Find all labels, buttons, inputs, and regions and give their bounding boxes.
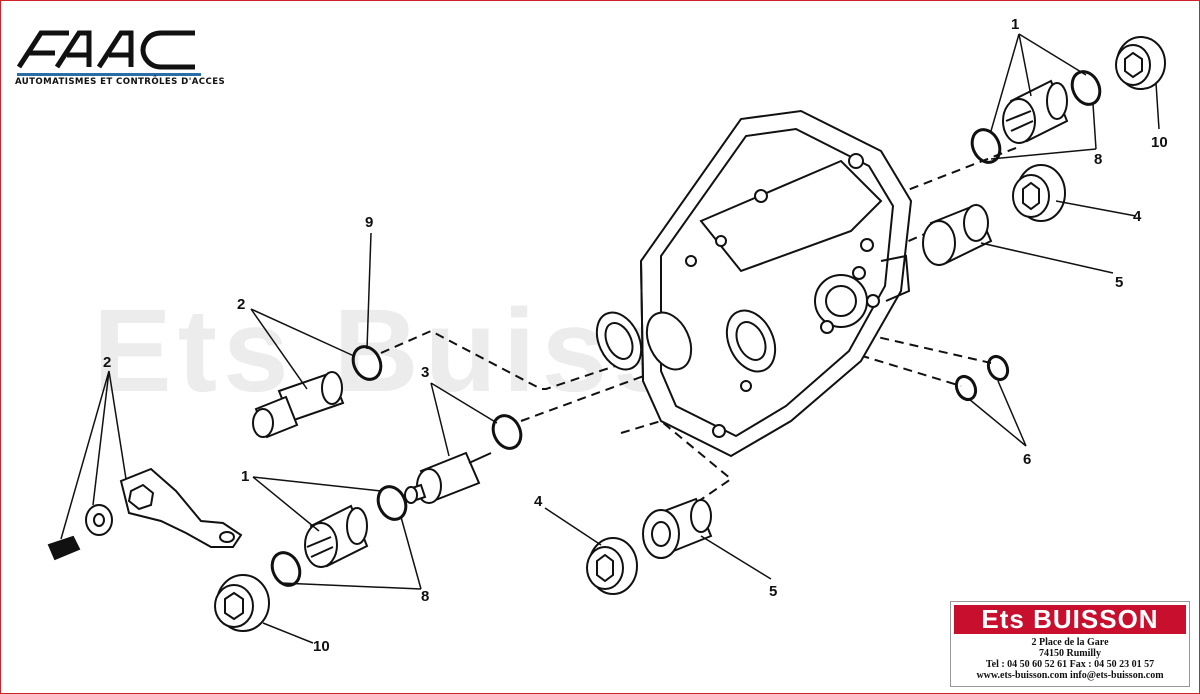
callout-5-bottom: 5 [769,583,777,600]
pump-housing [595,109,913,458]
plugs [214,36,1166,632]
leader-lines [60,33,1160,644]
o-rings [270,70,1102,587]
company-address-city: 74150 Rumilly [1039,648,1101,659]
callout-9: 9 [365,214,373,231]
cartridge-bottom [304,504,369,568]
callout-10-bottom: 10 [313,638,330,655]
cap-upper-right [1012,164,1066,222]
company-web-email: www.ets-buisson.com info@ets-buisson.com [976,670,1164,681]
valve-body-upper [922,203,993,266]
callout-4-bottom: 4 [534,493,543,510]
callout-10-top: 10 [1151,134,1168,151]
o-ring-top-left [970,128,1002,164]
o-ring-8-bottom-b [270,551,302,587]
valve-bodies [642,203,993,559]
callout-8-bottom: 8 [421,588,429,605]
assembly-line-mid [520,310,822,422]
cap-lower [586,537,638,595]
caps [586,164,1066,595]
assembly-line-bottom [620,419,733,504]
release-screw [252,371,345,439]
company-address-street: 2 Place de la Gare [1031,637,1109,648]
callout-3: 3 [421,364,429,381]
callout-4-top: 4 [1133,208,1142,225]
o-ring-9 [351,345,383,381]
callout-6: 6 [1023,451,1031,468]
valve-body-lower [642,497,713,559]
callout-1-top: 1 [1011,16,1019,33]
company-name: Ets BUISSON [954,605,1186,634]
plug-bottom-left [214,574,270,632]
release-lever [47,467,243,561]
o-ring-6-a [986,354,1010,382]
callout-8-top: 8 [1094,151,1102,168]
bolt [47,535,81,561]
pressure-valve [404,451,492,504]
cartridges [304,79,1069,568]
callout-5-top: 5 [1115,274,1123,291]
company-info-box: Ets BUISSON 2 Place de la Gare 74150 Rum… [950,601,1190,687]
callout-2-lower: 2 [103,354,111,371]
callout-1-bottom: 1 [241,468,249,485]
company-phone-fax: Tel : 04 50 60 52 61 Fax : 04 50 23 01 5… [985,659,1155,670]
o-ring-6-b [954,374,978,402]
o-ring-3 [491,414,523,450]
assembly-line-right2 [845,350,962,387]
callouts: 1 8 10 4 5 9 2 2 3 1 8 10 4 5 6 [103,16,1168,655]
o-ring-top-right [1070,70,1102,106]
plug-top-right [1115,36,1166,90]
cartridge-top [1002,79,1069,144]
faac-logo [16,30,201,76]
callout-2-upper: 2 [237,296,245,313]
o-ring-8-bottom-a [376,485,408,521]
logo-tagline: AUTOMATISMES ET CONTRÔLES D'ACCES [15,77,226,87]
